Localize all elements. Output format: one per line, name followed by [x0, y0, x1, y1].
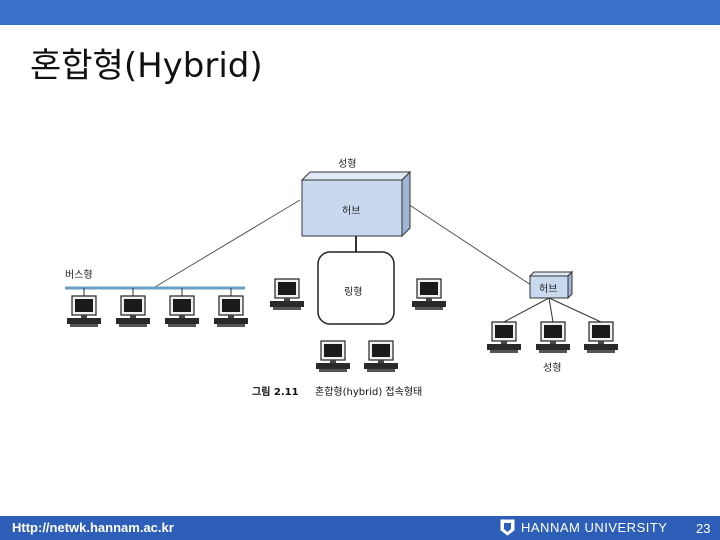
star-label-bottom: 성형	[543, 362, 561, 374]
ring-computer-bottom-right	[363, 340, 399, 373]
slide-title: 혼합형(Hybrid)	[30, 46, 263, 86]
bus-computer-3	[164, 295, 200, 328]
hub-main-label: 허브	[342, 205, 360, 217]
bus-computer-2	[115, 295, 151, 328]
link-hub-to-star	[401, 199, 535, 288]
footer-bar: Http://netwk.hannam.ac.kr HANNAM UNIVERS…	[0, 516, 720, 540]
bus-label: 버스형	[65, 269, 93, 281]
link-hub-to-bus	[154, 199, 301, 288]
star-computer-3	[583, 321, 619, 354]
figure-caption: 혼합형(hybrid) 접속형태	[315, 385, 422, 398]
bus-computer-4	[213, 295, 249, 328]
top-accent-bar	[0, 0, 720, 25]
star-label-top: 성형	[338, 158, 356, 170]
ring-computer-left	[269, 278, 305, 311]
ring-label: 링형	[344, 286, 362, 298]
ring-computer-bottom-left	[315, 340, 351, 373]
ring-loop	[317, 251, 395, 325]
ring-computer-right	[411, 278, 447, 311]
figure-number: 그림 2.11	[252, 386, 299, 398]
university-emblem-icon	[500, 519, 515, 536]
star-computer-1	[486, 321, 522, 354]
page-number: 23	[696, 521, 711, 536]
footer-url-link[interactable]: Http://netwk.hannam.ac.kr	[12, 520, 174, 535]
bus-computer-1	[66, 295, 102, 328]
hub-small-label: 허브	[539, 283, 557, 295]
footer-university-name: HANNAM UNIVERSITY	[521, 520, 668, 535]
main-hub-box	[300, 170, 412, 238]
star-computer-2	[535, 321, 571, 354]
small-hub-box	[528, 270, 574, 300]
